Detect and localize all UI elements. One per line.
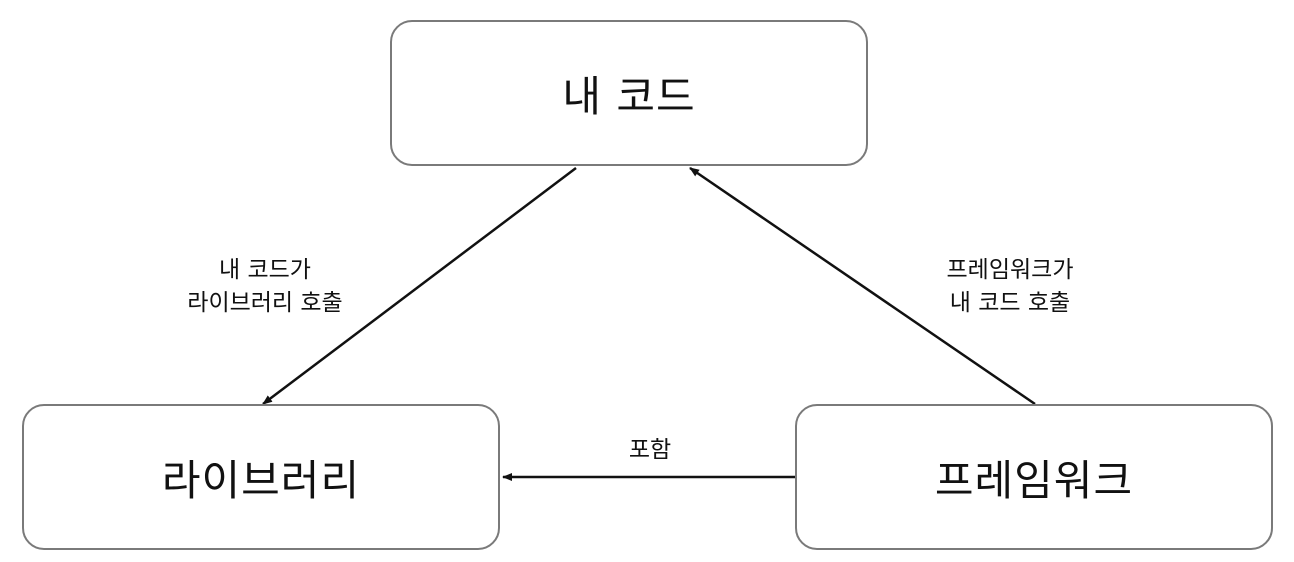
arrow-framework-to-my-code bbox=[689, 166, 1036, 406]
arrow-my-code-to-library bbox=[262, 167, 577, 405]
edge-label-my-code-calls-library: 내 코드가 라이브러리 호출 bbox=[150, 254, 380, 320]
edge-label-line: 내 코드가 bbox=[219, 257, 311, 283]
node-framework-label: 프레임워크 bbox=[934, 455, 1134, 505]
edge-label-framework-includes-library: 포함 bbox=[560, 434, 740, 467]
edge-label-line: 프레임워크가 bbox=[946, 257, 1074, 283]
node-my-code-label: 내 코드 bbox=[562, 71, 696, 121]
node-my-code: 내 코드 bbox=[390, 20, 868, 166]
node-library-label: 라이브러리 bbox=[161, 455, 361, 505]
edge-label-line: 라이브러리 호출 bbox=[187, 290, 343, 316]
node-framework: 프레임워크 bbox=[795, 404, 1273, 550]
edge-label-line: 내 코드 호출 bbox=[949, 290, 1071, 316]
edge-label-framework-calls-my-code: 프레임워크가 내 코드 호출 bbox=[895, 254, 1125, 320]
edge-label-line: 포함 bbox=[628, 437, 672, 463]
node-library: 라이브러리 bbox=[22, 404, 500, 550]
